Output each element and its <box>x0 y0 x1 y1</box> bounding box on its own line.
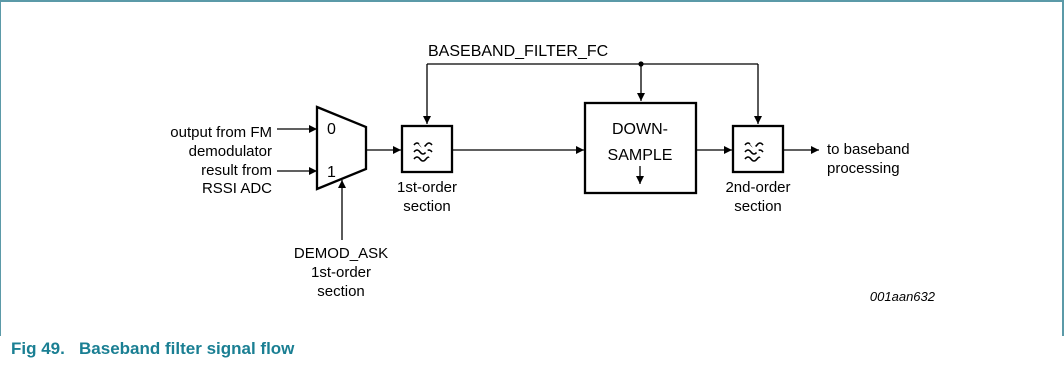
lowpass-filter-icon <box>744 142 767 162</box>
downsample-label-line2: SAMPLE <box>608 147 673 164</box>
filter2-block <box>731 124 785 174</box>
filter1-label-line1: 1st-order <box>397 179 457 196</box>
filter2-label-line1: 2nd-order <box>725 179 790 196</box>
junction-dot <box>638 61 644 67</box>
lowpass-filter-icon <box>413 142 436 162</box>
downsample-label-line1: DOWN- <box>612 121 668 138</box>
filter2-label-line2: section <box>734 198 782 215</box>
figure-number: Fig 49. <box>11 339 65 358</box>
figure-frame-right <box>1062 0 1064 336</box>
output-label-line1: to baseband <box>827 141 910 158</box>
mux-select-label-line2: 1st-order <box>311 264 371 281</box>
mux-port-1: 1 <box>327 164 336 181</box>
rssi-input-label-line2: RSSI ADC <box>202 180 272 197</box>
figure-reference-id: 001aan632 <box>870 289 936 304</box>
rssi-input-label-line1: result from <box>201 162 272 179</box>
filter1-block <box>400 124 454 174</box>
mux-select-label-line1: DEMOD_ASK <box>294 245 388 262</box>
mux-port-0: 0 <box>327 121 336 138</box>
figure-caption: Fig 49. Baseband filter signal flow <box>11 339 294 359</box>
output-label-line2: processing <box>827 160 900 177</box>
fm-input-label-line1: output from FM <box>170 124 272 141</box>
signal-flow-diagram: BASEBAND_FILTER_FC output from FM demodu… <box>170 43 936 304</box>
filter1-label-line2: section <box>403 198 451 215</box>
fm-input-label-line2: demodulator <box>189 143 272 160</box>
figure-frame-top <box>0 0 1064 2</box>
multiplexer <box>315 105 368 191</box>
control-signal-label: BASEBAND_FILTER_FC <box>428 43 608 60</box>
mux-select-label-line3: section <box>317 283 365 300</box>
figure-frame-left <box>0 0 1 336</box>
control-bus <box>423 63 762 124</box>
figure-title: Baseband filter signal flow <box>79 339 295 358</box>
